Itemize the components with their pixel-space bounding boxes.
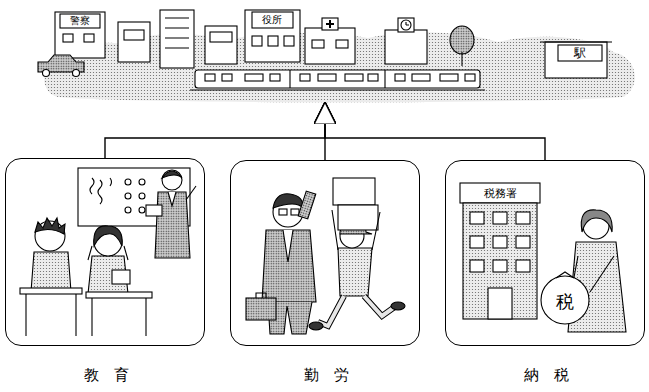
taxpayer-figure (541, 210, 626, 332)
office-worker-figure (256, 293, 266, 298)
hospital-building (326, 20, 334, 28)
boy-figure (35, 221, 65, 251)
building-sign: 税務署 (484, 188, 517, 199)
tax-office-building (488, 288, 512, 319)
tax-office-building (493, 260, 507, 272)
delivery-worker-figure (333, 178, 375, 205)
blackboard (139, 207, 145, 213)
blackboard (90, 178, 112, 204)
girl-figure (94, 228, 122, 256)
delivery-worker-figure (340, 224, 364, 248)
girl-figure (88, 256, 128, 294)
boy-figure (35, 218, 65, 234)
blackboard (78, 168, 190, 226)
delivery-worker-figure (309, 322, 323, 330)
scene-box: 納税 (445, 160, 645, 346)
tax-office-building (460, 183, 540, 203)
boy-figure (20, 218, 82, 336)
scene-box: 勤労 (230, 160, 420, 346)
boy-figure (26, 294, 76, 336)
blackboard (78, 168, 190, 226)
merge-arrow (325, 104, 545, 160)
delivery-worker-figure (309, 178, 405, 330)
delivery-worker-figure (332, 210, 380, 250)
tax-office-building (463, 203, 537, 319)
building-sign: 駅 (574, 47, 586, 59)
office-worker-figure (291, 209, 299, 215)
town-band: 警察 役所駅 (38, 2, 642, 104)
taxpayer-figure (541, 276, 589, 324)
office-worker-figure (279, 209, 287, 215)
taxpayer-figure (568, 242, 626, 332)
office-worker-figure (298, 191, 316, 219)
office-worker-figure (283, 230, 293, 262)
blackboard (125, 207, 131, 213)
tax-office-building (460, 183, 540, 319)
delivery-worker-figure (340, 220, 372, 234)
blackboard (125, 179, 131, 185)
scene-box: 教育 (5, 158, 205, 346)
hospital-building (322, 18, 338, 30)
office-worker-figure (273, 197, 303, 227)
teacher-figure (162, 171, 182, 178)
section-heading: 納税 (509, 368, 584, 383)
taxpayer-figure (583, 213, 609, 239)
section-heading: 勤労 (289, 368, 364, 383)
section-heading: 教育 (69, 368, 144, 383)
tax-office-building (516, 212, 530, 224)
tax-office-building (493, 212, 507, 224)
girl-figure (86, 292, 152, 298)
police-building (84, 34, 94, 42)
bag-symbol: 税 (556, 293, 574, 311)
teacher-figure (186, 186, 196, 200)
taxpayer-figure (556, 272, 574, 278)
teacher-figure (146, 170, 196, 258)
teacher-figure (162, 170, 182, 190)
taxpayer-figure (581, 210, 612, 232)
girl-figure (92, 298, 146, 336)
girl-figure (86, 226, 152, 336)
delivery-worker-figure (391, 302, 405, 310)
cloud-outline (38, 2, 642, 104)
office-worker-figure (246, 298, 276, 320)
tax-office-building (470, 212, 484, 224)
city-hall-building (252, 12, 293, 28)
teacher-figure (155, 192, 190, 258)
school-building (401, 20, 411, 30)
police-building (63, 34, 73, 42)
girl-figure (94, 226, 122, 246)
blackboard (139, 193, 145, 199)
building-sign: 役所 (262, 15, 282, 25)
merge-arrow (105, 104, 325, 158)
office-worker-figure (262, 230, 316, 302)
tax-office-building (470, 260, 484, 272)
cloud-outline (44, 32, 635, 102)
office-worker-figure (246, 191, 316, 334)
blackboard (125, 193, 131, 199)
building-sign: 警察 (70, 16, 90, 26)
teacher-figure (168, 192, 176, 206)
tax-office-building (516, 236, 530, 248)
merge-arrow (324, 104, 325, 160)
tax-office-building (470, 236, 484, 248)
delivery-worker-figure (318, 296, 396, 326)
office-worker-figure (273, 194, 303, 208)
boy-figure (31, 252, 71, 292)
delivery-worker-figure (338, 205, 378, 230)
girl-figure (88, 246, 128, 260)
boy-figure (20, 288, 82, 294)
office-worker-figure (268, 302, 312, 334)
school-building (398, 18, 414, 32)
school-building (406, 22, 409, 25)
teacher-figure (146, 205, 162, 216)
police-building (60, 14, 100, 28)
blackboard (139, 179, 145, 185)
taxpayer-figure (572, 256, 614, 292)
delivery-worker-figure (318, 296, 396, 326)
girl-figure (112, 270, 130, 284)
tax-office-building (493, 236, 507, 248)
delivery-worker-figure (338, 248, 372, 296)
tax-office-building (516, 260, 530, 272)
